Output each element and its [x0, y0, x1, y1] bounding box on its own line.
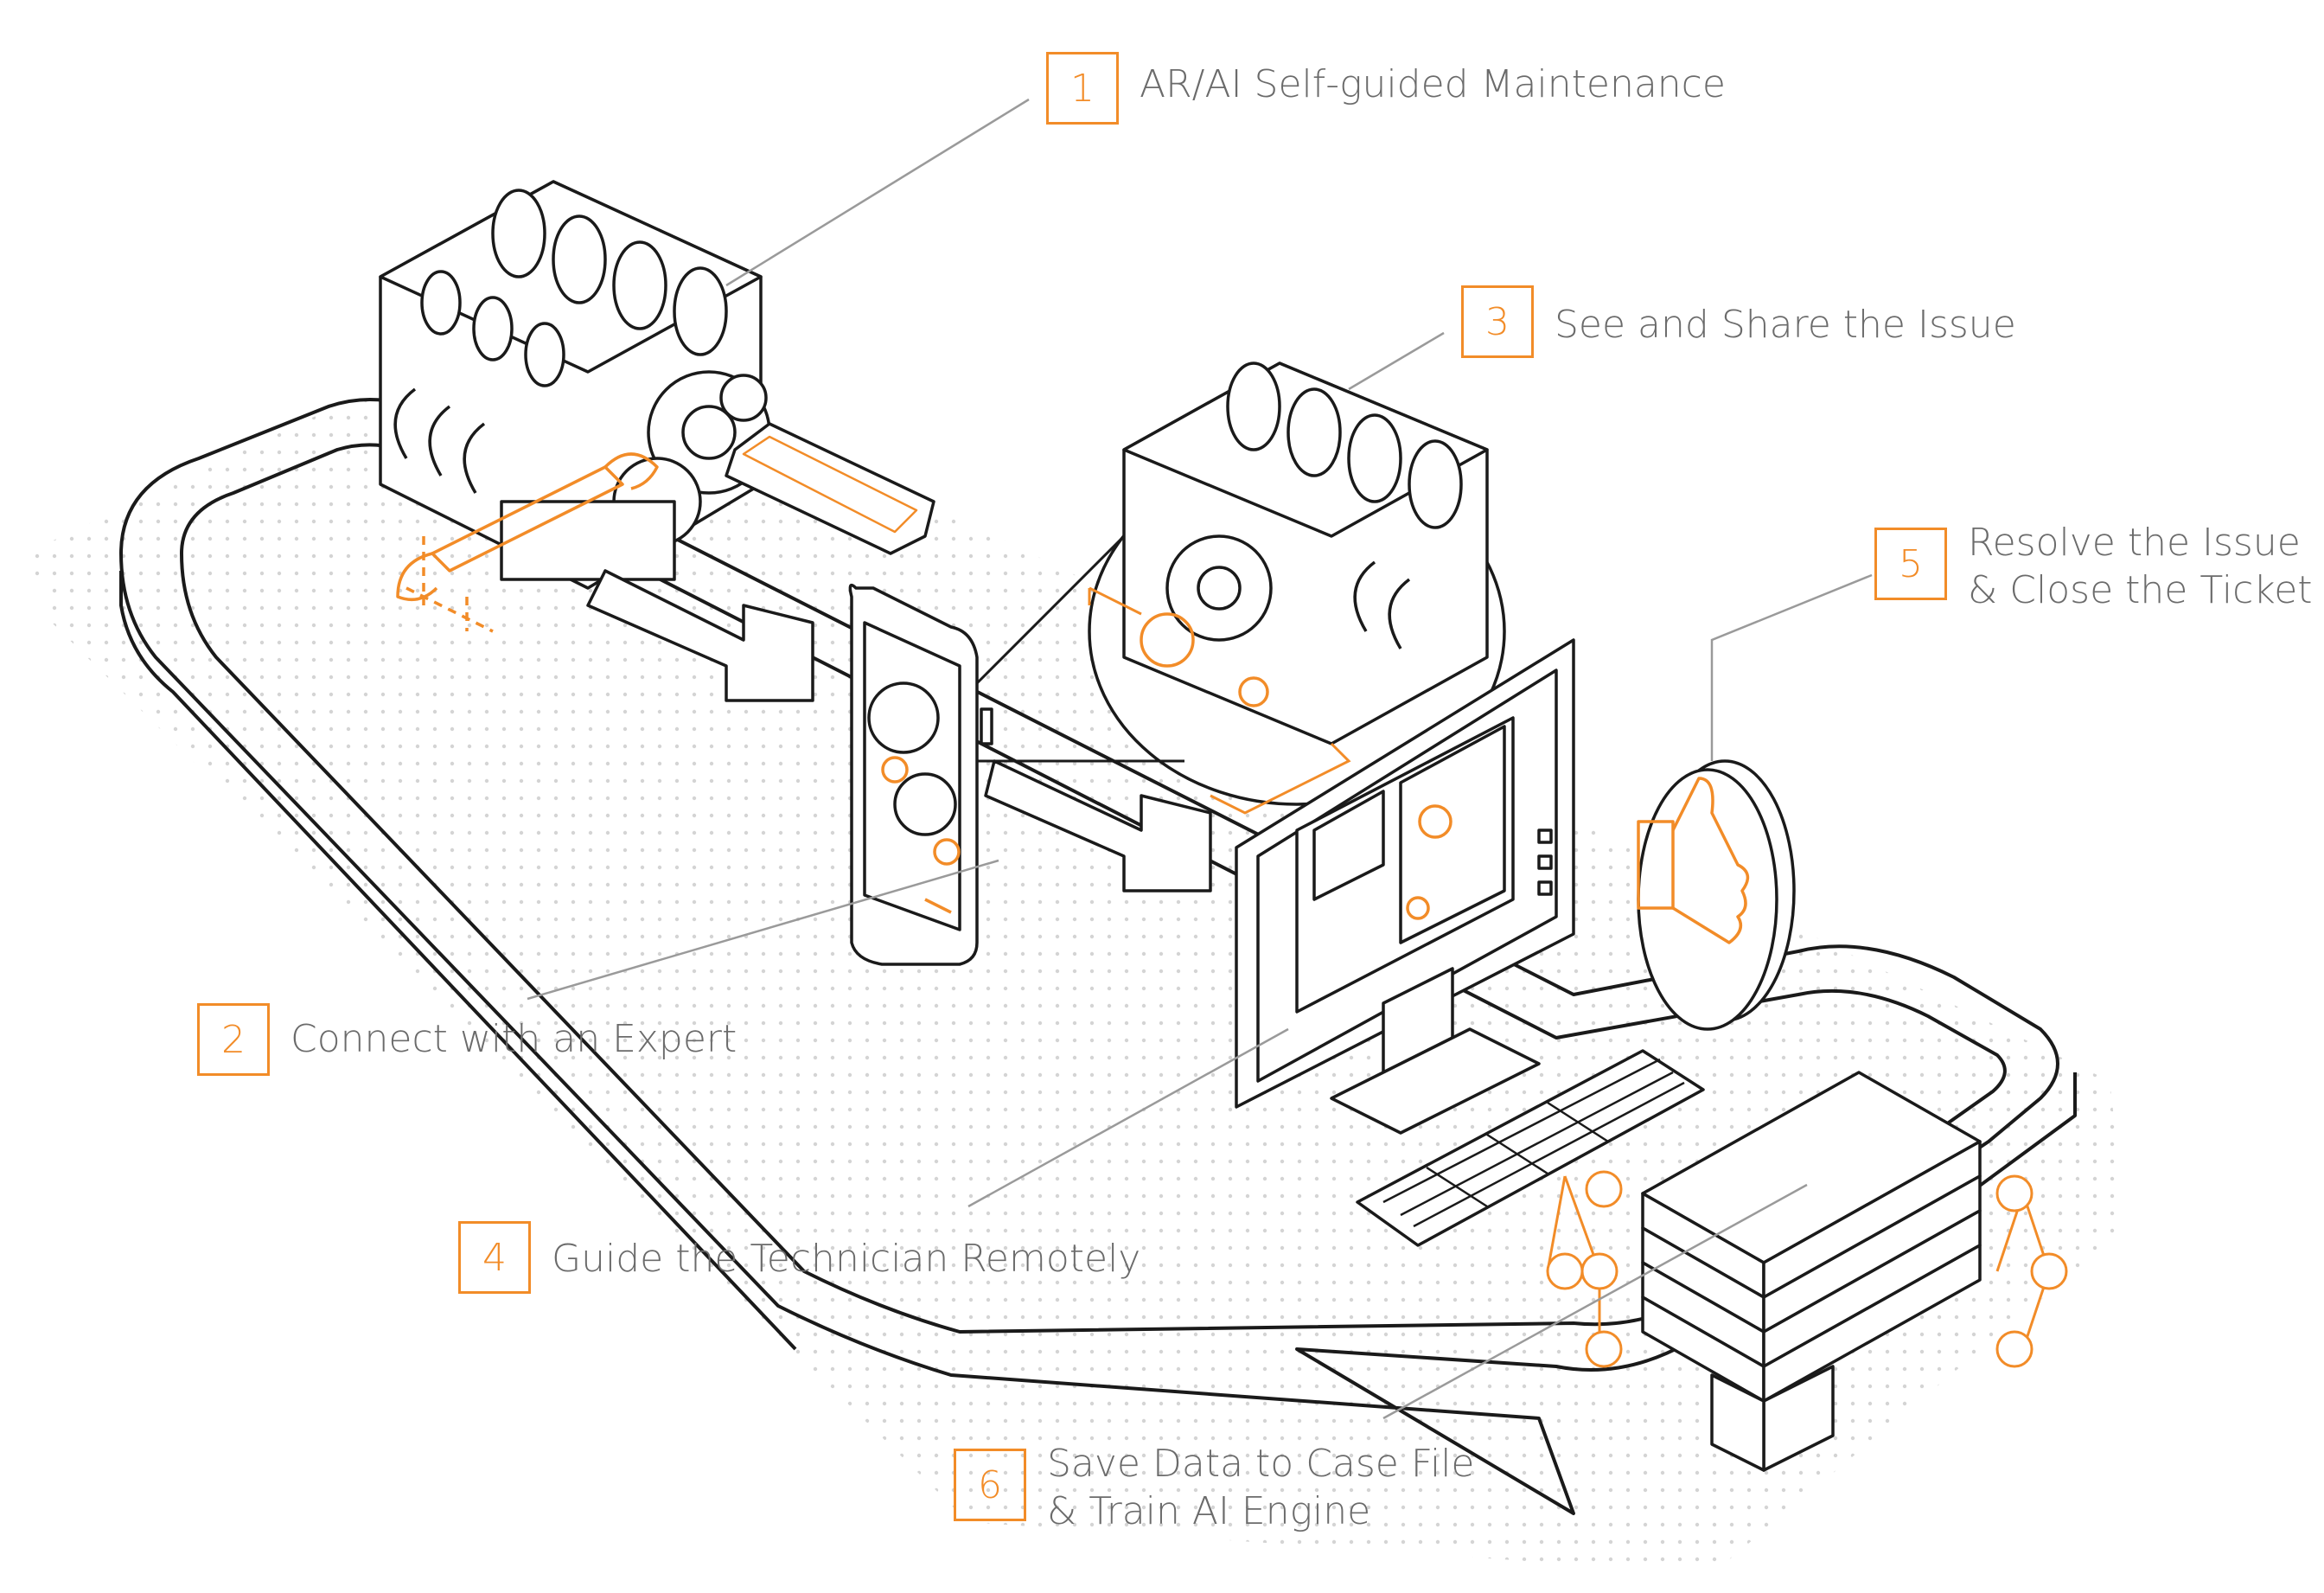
engine-orange-bracket	[1088, 586, 1351, 815]
step-1: 1 AR/AI Self-guided Maintenance	[1046, 52, 1726, 125]
conveyor-track	[119, 398, 2077, 1515]
step-number-3: 3	[1461, 285, 1534, 358]
step-2: 2 Connect with an Expert	[197, 1003, 737, 1076]
keyboard-icon	[1356, 1049, 1705, 1247]
thumbs-up-icon	[1637, 759, 1796, 1031]
wrench-icon	[396, 452, 659, 633]
zoom-lines	[975, 534, 1184, 763]
step-5-label: Resolve the Issue & Close the Ticket	[1968, 519, 2313, 614]
step-number-4: 4	[458, 1221, 531, 1294]
step-4: 4 Guide the Technician Remotely	[458, 1221, 1140, 1294]
step-3-label-line-1: See and Share the Issue	[1555, 303, 2016, 347]
network-nodes	[1546, 1170, 2068, 1368]
step-6-label-line-2: & Train AI Engine	[1047, 1489, 1371, 1533]
step-number-1: 1	[1046, 52, 1119, 125]
step-4-label: Guide the Technician Remotely	[552, 1221, 1140, 1283]
step-6: 6 Save Data to Case File & Train AI Engi…	[954, 1440, 1474, 1535]
engine-icon	[1088, 361, 1506, 806]
step-number-6: 6	[954, 1449, 1026, 1521]
step-3: 3 See and Share the Issue	[1461, 285, 2016, 358]
monitor-icon	[1235, 638, 1575, 1135]
step-5-label-line-2: & Close the Ticket	[1968, 568, 2313, 612]
arrow-icon	[984, 759, 1212, 892]
step-2-label-line-1: Connect with an Expert	[290, 1017, 737, 1061]
engine-icon	[379, 180, 771, 590]
step-1-label-line-1: AR/AI Self-guided Maintenance	[1140, 62, 1726, 106]
step-2-label: Connect with an Expert	[290, 1003, 737, 1063]
arrow-icon	[586, 569, 814, 702]
step-6-label-line-1: Save Data to Case File	[1047, 1442, 1475, 1486]
step-3-label: See and Share the Issue	[1555, 285, 2016, 349]
step-5: 5 Resolve the Issue & Close the Ticket	[1874, 519, 2313, 614]
step-4-label-line-1: Guide the Technician Remotely	[552, 1237, 1141, 1281]
step-1-label: AR/AI Self-guided Maintenance	[1140, 52, 1726, 108]
step-5-label-line-1: Resolve the Issue	[1968, 521, 2301, 565]
smartphone-icon	[725, 422, 935, 555]
step-number-5: 5	[1874, 528, 1947, 600]
step-number-2: 2	[197, 1003, 270, 1076]
smartphone-icon	[848, 583, 993, 966]
leader-lines	[527, 98, 1873, 1420]
step-6-label: Save Data to Case File & Train AI Engine	[1047, 1440, 1474, 1535]
server-stack-icon	[1641, 1071, 1982, 1472]
